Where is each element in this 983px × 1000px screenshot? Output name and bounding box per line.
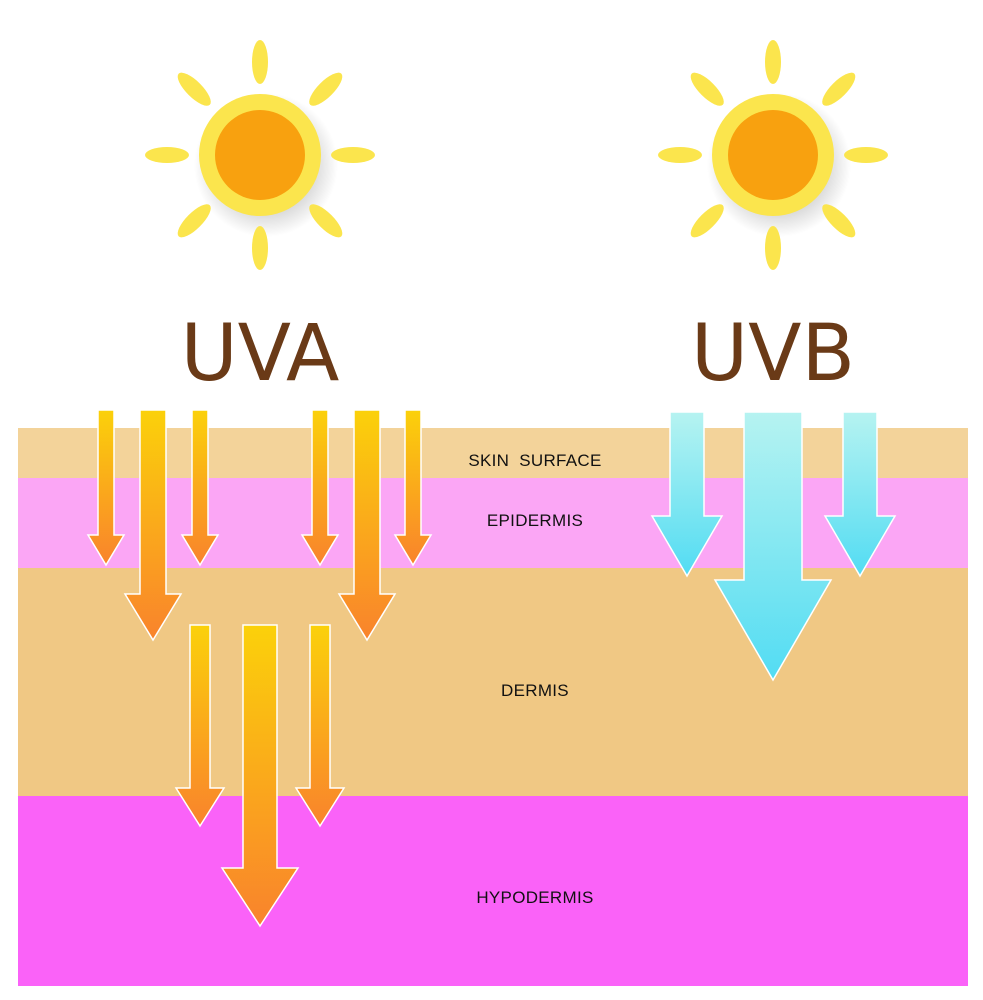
label-epidermis: EPIDERMIS xyxy=(487,511,583,530)
uvb-arrows xyxy=(650,411,897,682)
sun-icon xyxy=(658,40,888,270)
uvb-label: UVB xyxy=(691,309,855,399)
uva-arrow xyxy=(337,409,397,642)
uva-arrow xyxy=(393,409,433,567)
uva-arrow xyxy=(86,409,126,567)
uva-arrow xyxy=(300,409,340,567)
label-skin-surface: SKIN SURFACE xyxy=(468,451,601,470)
label-hypodermis: HYPODERMIS xyxy=(476,888,593,907)
uva-arrow xyxy=(174,624,226,828)
uva-arrow xyxy=(294,624,346,828)
layer-epidermis xyxy=(18,478,968,568)
layer-skin-surface xyxy=(18,428,968,478)
skin-layers xyxy=(18,428,968,986)
layer-hypodermis xyxy=(18,796,968,986)
uva-arrows xyxy=(86,409,433,928)
sun-icon xyxy=(145,40,375,270)
uva-arrow xyxy=(220,624,300,928)
uva-arrow xyxy=(180,409,220,567)
uva-arrow xyxy=(123,409,183,642)
uvb-arrow xyxy=(650,411,724,578)
uvb-arrow xyxy=(713,411,833,682)
label-dermis: DERMIS xyxy=(501,681,569,700)
uvb-arrow xyxy=(823,411,897,578)
uva-label: UVA xyxy=(181,309,340,399)
